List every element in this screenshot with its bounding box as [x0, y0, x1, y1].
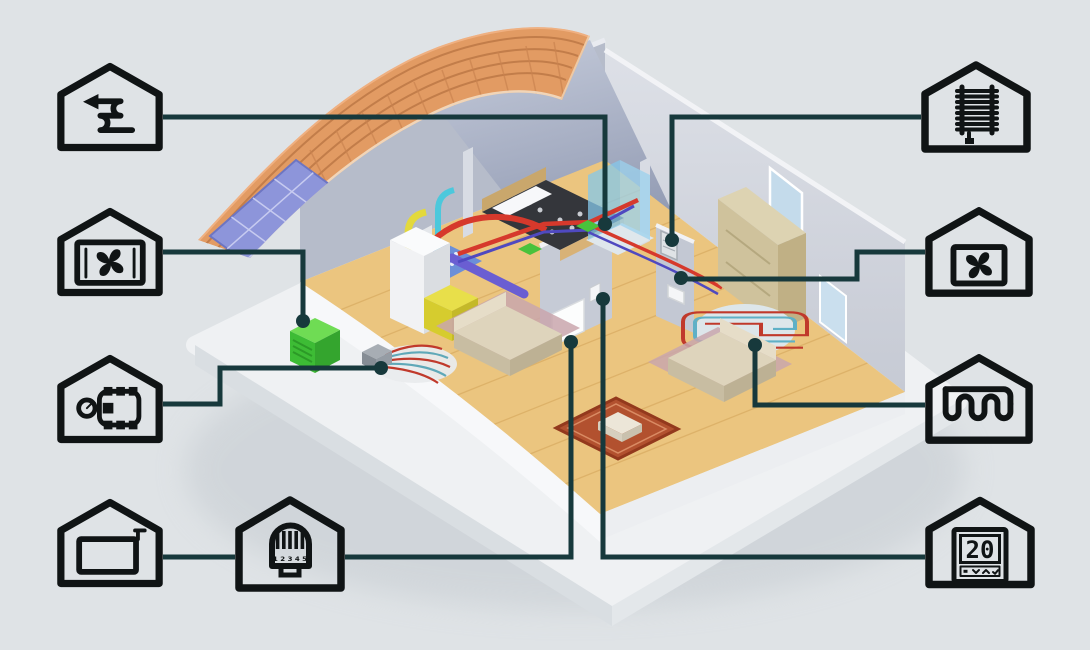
- icon-underfloor-heating[interactable]: [925, 352, 1033, 446]
- vent-outlet: [667, 283, 685, 306]
- outdoor-heat-pump-unit: [290, 318, 340, 373]
- pipe-valve-green: [576, 220, 600, 232]
- trv-scale-numbers: 1 2 3 4 5: [273, 555, 308, 563]
- connector-heating-manifold: [163, 361, 388, 407]
- window-right: [819, 273, 847, 345]
- connector-extract-fan: [674, 249, 925, 285]
- thermostat-temperature: 20: [966, 536, 995, 564]
- storage-tank-icon: [57, 498, 163, 588]
- radiator-icon: [921, 61, 1031, 153]
- pipe-valve-green: [518, 243, 542, 255]
- connector-room-thermostat: [596, 292, 925, 560]
- connector-radiator-valve: [345, 335, 578, 560]
- fan-icon: [96, 249, 124, 276]
- coffee-table: [598, 412, 642, 434]
- air-handling-unit-icon: [57, 207, 163, 297]
- heating-manifold-icon: [57, 354, 163, 444]
- icon-air-handling-unit[interactable]: [57, 205, 163, 299]
- thermostat-buttons-icon: [963, 569, 999, 575]
- utility-room-equipment: [390, 187, 723, 341]
- connector-air-handling-unit: [163, 249, 310, 328]
- underfloor-heating-icon: [925, 354, 1033, 444]
- icon-radiator[interactable]: [921, 60, 1031, 154]
- fan-icon: [966, 252, 992, 279]
- room-thermostat-icon: 20: [925, 496, 1035, 589]
- icon-room-thermostat[interactable]: 20: [925, 495, 1035, 590]
- connector-underfloor-heating: [748, 338, 925, 408]
- connector-heat-recovery: [163, 114, 612, 231]
- icon-radiator-valve[interactable]: 1 2 3 4 5: [235, 495, 345, 593]
- thermostatic-radiator-valve-icon: 1 2 3 4 5: [235, 496, 345, 592]
- icon-storage-tank[interactable]: [57, 496, 163, 590]
- pressure-gauge-icon: [76, 397, 98, 419]
- icon-heating-manifold[interactable]: [57, 352, 163, 446]
- extract-fan-icon: [925, 207, 1033, 297]
- icon-heat-recovery[interactable]: [57, 60, 163, 154]
- heat-recovery-loop-icon: [57, 62, 163, 152]
- icon-extract-fan[interactable]: [925, 205, 1033, 299]
- connector-radiator: [665, 114, 921, 247]
